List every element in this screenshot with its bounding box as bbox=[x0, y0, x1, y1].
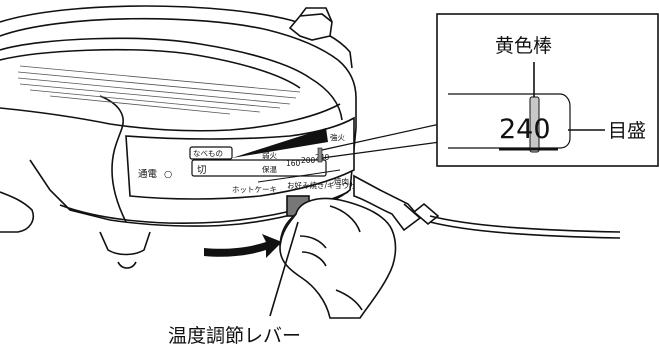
left-foot bbox=[0, 191, 319, 269]
high-heat-label: 強火 bbox=[330, 132, 345, 142]
scale-200-label: 200 bbox=[301, 156, 316, 165]
yakiniku-label: 焼肉 bbox=[334, 176, 349, 186]
power-cord bbox=[353, 174, 621, 239]
zoom-box bbox=[436, 13, 659, 167]
power-lamp-label: 通電 bbox=[138, 169, 158, 180]
hotcake-label: ホットケーキ bbox=[232, 185, 277, 194]
yellow-rod-callout: 黄色棒 bbox=[495, 35, 552, 57]
yellow-rod-small bbox=[317, 147, 323, 163]
keep-warm-label: 保温 bbox=[262, 165, 277, 174]
off-label: 切 bbox=[197, 165, 207, 176]
okonomiyaki-label: お好み焼き/ギョウザ bbox=[287, 180, 358, 190]
heat-wedge bbox=[232, 128, 328, 158]
hand-on-lever bbox=[279, 195, 397, 319]
mode-nabemono-label: なべもの bbox=[193, 149, 223, 158]
scale-mark-callout: 目盛 bbox=[608, 120, 646, 142]
low-heat-label: 弱火 bbox=[262, 151, 277, 160]
lever-leader-line bbox=[269, 221, 299, 317]
zoom-line-top bbox=[321, 123, 441, 151]
nabemono-frame bbox=[189, 146, 233, 160]
temp-lever-callout: 温度調節レバー bbox=[168, 325, 301, 347]
scale-value-240: 240 bbox=[499, 114, 551, 145]
zoom-content: 黄色棒 240 目盛 bbox=[448, 35, 646, 153]
power-lamp-indicator: ○ bbox=[164, 169, 172, 180]
zoom-line-bottom bbox=[321, 141, 441, 159]
movement-arrow bbox=[204, 234, 282, 258]
scale-frame bbox=[191, 159, 327, 177]
grill-ridges bbox=[17, 65, 301, 115]
control-panel: 通電 ○ なべもの 切 弱火 強火 保温 160 200 240 ホットケーキ … bbox=[125, 116, 358, 200]
scale-160-label: 160 bbox=[286, 159, 301, 168]
